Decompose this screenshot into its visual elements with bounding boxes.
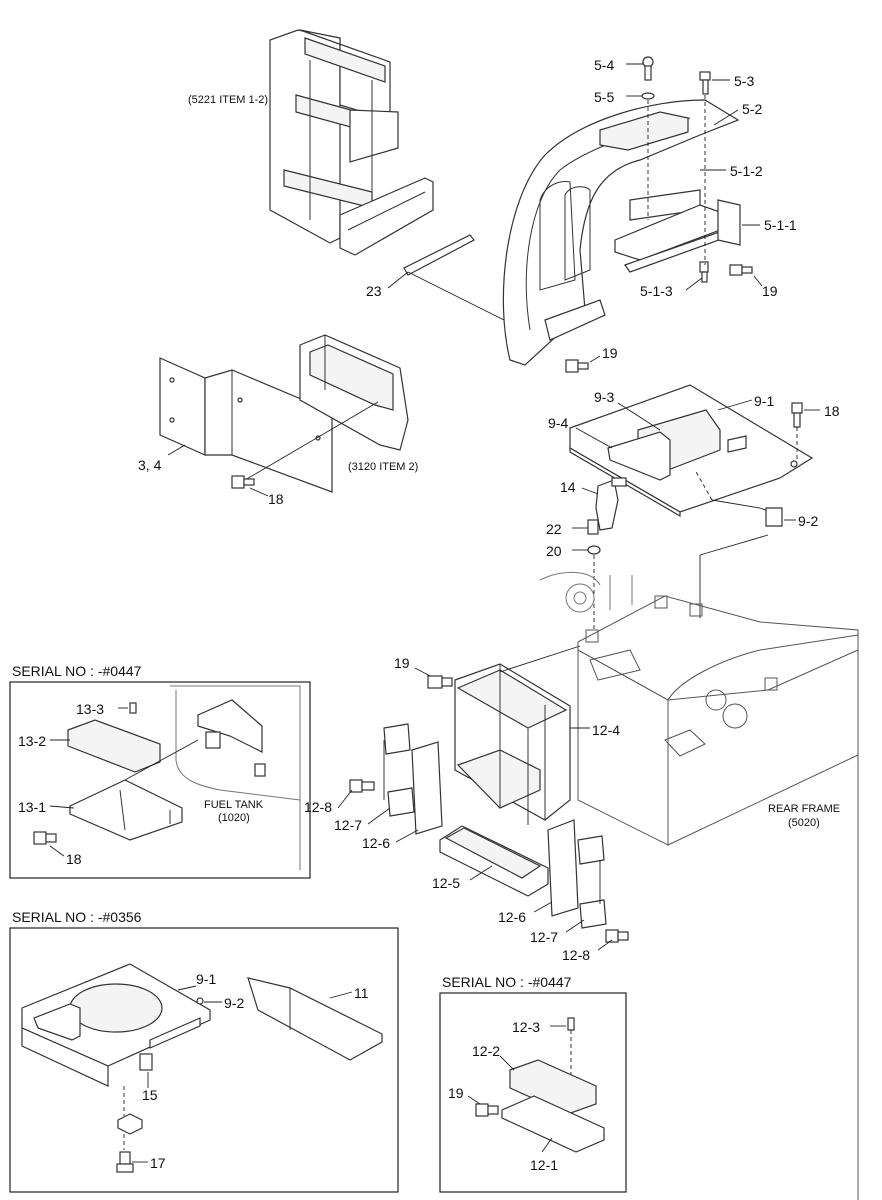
callout-13-2: 13-2 [18,733,46,749]
callout-5-5: 5-5 [594,89,614,105]
callout-12-2: 12-2 [472,1043,500,1059]
bracket-12-7-a [383,723,411,755]
callout-9-1: 9-1 [754,393,774,409]
callout-5-3: 5-3 [734,73,754,89]
bolt-18-c [33,831,57,845]
ladder-bracket [339,177,434,256]
callout-12-7-b: 12-7 [530,929,558,945]
callout-12-7-a: 12-7 [334,817,362,833]
callout-9-2: 9-2 [798,513,818,529]
callout-23: 23 [366,283,382,299]
callout-12-5: 12-5 [432,875,460,891]
bolt-18-a [231,475,255,489]
ref-rear-frame: REAR FRAME [768,803,840,815]
inset-a-box [9,681,311,879]
fender-assembly [502,99,741,366]
plate-part-11 [247,977,383,1061]
callout-5-4: 5-4 [594,57,614,73]
callout-18-c: 18 [66,851,82,867]
callout-12-1: 12-1 [530,1157,558,1173]
callout-12-8-a: 12-8 [304,799,332,815]
fuel-tank-1020 [170,685,301,870]
callout-19-b: 19 [602,345,618,361]
callout-5-2: 5-2 [742,101,762,117]
bracket-12-6-b [547,819,579,917]
step-plate-13-2 [67,719,161,773]
step-tread-12-5 [439,825,549,897]
pin-22 [587,519,599,535]
latch-15 [139,1053,153,1071]
callout-13-3: 13-3 [76,701,104,717]
ref-3120: (3120 ITEM 2) [348,461,418,473]
block-3120 [299,334,409,451]
fender-hardware [565,56,753,373]
callout-9-2-b: 9-2 [224,995,244,1011]
callout-19-c: 19 [394,655,410,671]
inset-c-title: SERIAL NO : -#0447 [442,974,572,990]
bar-part-23 [403,234,475,276]
screw-12-3 [567,1017,575,1031]
callout-12-3: 12-3 [512,1019,540,1035]
callout-19-d: 19 [448,1085,464,1101]
callout-12-6-b: 12-6 [498,909,526,925]
bracket-12-7-b [579,899,607,929]
callout-5-1-3: 5-1-3 [640,283,673,299]
inset-c-box [439,992,627,1193]
latch-part-14 [595,477,627,531]
block-17 [117,1113,143,1135]
ref-fuel-tank: FUEL TANK [204,799,264,811]
callout-11: 11 [354,985,369,1001]
callout-20: 20 [546,543,562,559]
step-plate-12-2 [509,1059,597,1115]
bolt-17 [116,1151,134,1173]
callout-12-4: 12-4 [592,722,620,738]
step-bracket-13-1 [69,779,183,841]
callout-15: 15 [142,1087,158,1103]
step-ladder-5221 [269,29,399,244]
callout-9-4: 9-4 [548,415,568,431]
bolt-12-8-a [349,779,375,793]
ref-fuel-tank-no: (1020) [218,812,250,824]
callout-13-1: 13-1 [18,799,46,815]
callout-18-a: 18 [268,491,284,507]
screw-13-3 [129,702,137,714]
callout-19-a: 19 [762,283,778,299]
callout-22: 22 [546,521,562,537]
inset-a-title: SERIAL NO : -#0447 [12,663,142,679]
ref-5221: (5221 ITEM 1-2) [188,94,268,106]
callout-3-4: 3, 4 [138,457,162,473]
callout-5-1-1: 5-1-1 [764,217,797,233]
inset-b-box [9,927,399,1193]
ref-rear-frame-no: (5020) [788,817,820,829]
callout-14: 14 [560,479,576,495]
rear-frame-5020 [539,571,859,1200]
washer-20 [587,545,601,555]
callout-5-1-2: 5-1-2 [730,163,763,179]
callout-12-8-b: 12-8 [562,947,590,963]
callout-12-6-a: 12-6 [362,835,390,851]
bracket-12-6-a [411,741,443,835]
step-bracket-12-1 [501,1095,605,1153]
bolt-12-8-b [605,929,629,943]
callout-17: 17 [150,1155,166,1171]
bolt-19-d [475,1103,499,1117]
bolt-19-c [427,675,453,689]
bolt-18-b [791,402,803,428]
inset-b-title: SERIAL NO : -#0356 [12,909,142,925]
callout-9-3: 9-3 [594,389,614,405]
step-part-12-4 [454,663,571,825]
callout-18-b: 18 [824,403,840,419]
cover-9-1-variant [21,963,211,1087]
callout-9-1-b: 9-1 [196,971,216,987]
